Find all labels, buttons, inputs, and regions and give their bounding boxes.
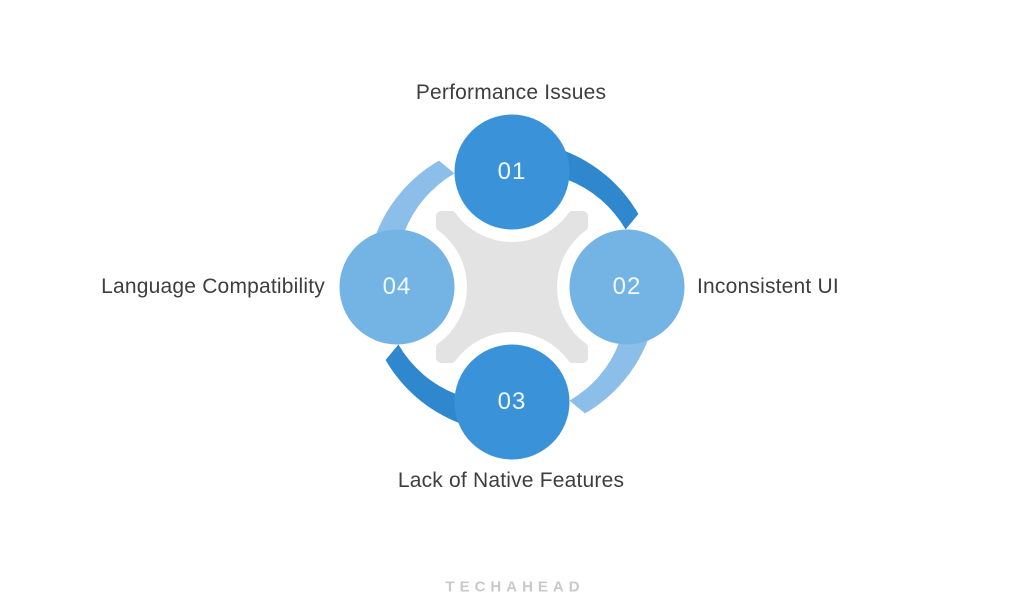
node-circle-01 <box>454 114 570 230</box>
node-circle-04 <box>339 229 455 345</box>
node-number-03: 03 <box>497 388 527 415</box>
node-circle-03 <box>454 344 570 460</box>
techahead-logo-wordmark: TECHAHEAD <box>445 578 585 596</box>
center-concave-square-shape <box>436 211 588 363</box>
node-number-02: 02 <box>612 273 642 300</box>
node-circle-02 <box>569 229 685 345</box>
node-label-language-compatibility: Language Compatibility <box>101 275 325 298</box>
node-label-performance-issues: Performance Issues <box>415 81 607 104</box>
node-number-01: 01 <box>497 158 527 185</box>
node-label-inconsistent-ui: Inconsistent UI <box>697 275 839 298</box>
node-number-04: 04 <box>382 273 412 300</box>
node-label-lack-of-native-features: Lack of Native Features <box>397 469 625 492</box>
